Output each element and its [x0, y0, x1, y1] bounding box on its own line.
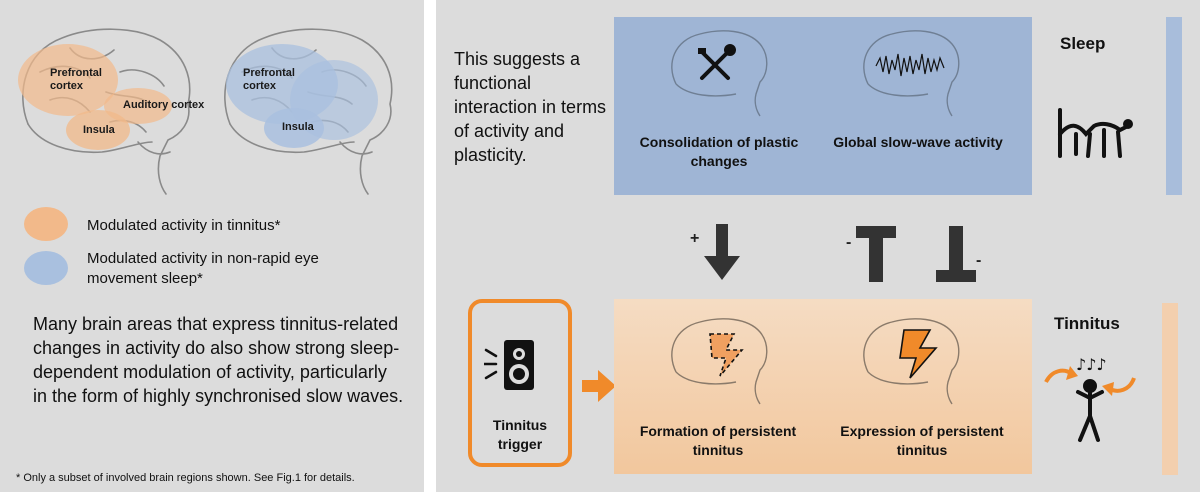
tinnitus-legend-swatch	[24, 207, 68, 241]
sleep-title: Sleep	[1060, 34, 1106, 53]
insula-label: Insula	[83, 124, 115, 136]
prefrontal-cortex-label-sleep: Prefrontal cortex	[243, 67, 295, 92]
slow-wave-caption: Global slow-wave activity	[833, 134, 1003, 150]
insula-label-sleep: Insula	[282, 121, 314, 133]
tools-icon	[698, 44, 736, 80]
speaker-icon	[484, 340, 534, 390]
sleep-side-bar	[1166, 17, 1182, 195]
lightning-icon	[899, 329, 938, 379]
insula-tinnitus-region	[66, 110, 130, 150]
negative-sign-right: -	[976, 252, 982, 269]
intro-text: This suggests a functional interaction i…	[454, 49, 607, 165]
auditory-cortex-region	[104, 88, 172, 124]
sleep-box	[614, 17, 1032, 195]
sleep-legend-swatch	[24, 251, 68, 285]
consolidation-brain-icon	[671, 30, 768, 117]
inhibition-tee-icon	[856, 226, 896, 282]
slow-wave-icon	[875, 53, 945, 77]
explanation-text: Many brain areas that express tinnitus-r…	[33, 314, 404, 406]
tinnitus-brain-diagram	[18, 28, 191, 195]
formation-brain-icon	[671, 318, 768, 405]
svg-text:♪♪♪: ♪♪♪	[1076, 355, 1107, 374]
formation-caption: Formation of persistent tinnitus	[639, 423, 797, 458]
positive-sign: +	[690, 230, 700, 247]
prefrontal-cortex-label: Prefrontal cortex	[50, 67, 102, 92]
tinnitus-side-bar	[1162, 303, 1178, 475]
insula-sleep-region	[264, 108, 324, 148]
slow-wave-brain-icon	[863, 30, 960, 117]
tinnitus-legend-label: Modulated activity in tinnitus*	[87, 217, 281, 234]
expression-caption: Expression of persistent tinnitus	[840, 423, 1004, 458]
right-arrow-icon	[582, 370, 616, 402]
tinnitus-box	[614, 299, 1032, 474]
sleep-legend-label: Modulated activity in non-rapid eye move…	[87, 250, 319, 287]
right-panel: This suggests a functional interaction i…	[436, 0, 1200, 492]
tinnitus-title: Tinnitus	[1054, 314, 1120, 333]
auditory-cortex-label: Auditory cortex	[123, 99, 205, 111]
sleeping-person-icon	[1058, 108, 1133, 158]
expression-brain-icon	[863, 318, 960, 405]
down-arrow-icon	[704, 224, 740, 280]
footnote: * Only a subset of involved brain region…	[16, 472, 355, 484]
dashed-lightning-icon	[709, 333, 744, 377]
sleep-brain-diagram	[224, 28, 393, 195]
person-with-music-notes-icon: ♪♪♪	[1044, 355, 1136, 442]
left-panel: Prefrontal cortex Auditory cortex Insula…	[0, 0, 424, 492]
inhibition-up-tack-icon	[936, 226, 976, 282]
negative-sign-left: -	[846, 234, 852, 251]
prefrontal-cortex-tinnitus-region	[18, 44, 118, 116]
consolidation-caption: Consolidation of plastic changes	[639, 134, 799, 169]
tinnitus-trigger-label: Tinnitus trigger	[492, 417, 548, 452]
